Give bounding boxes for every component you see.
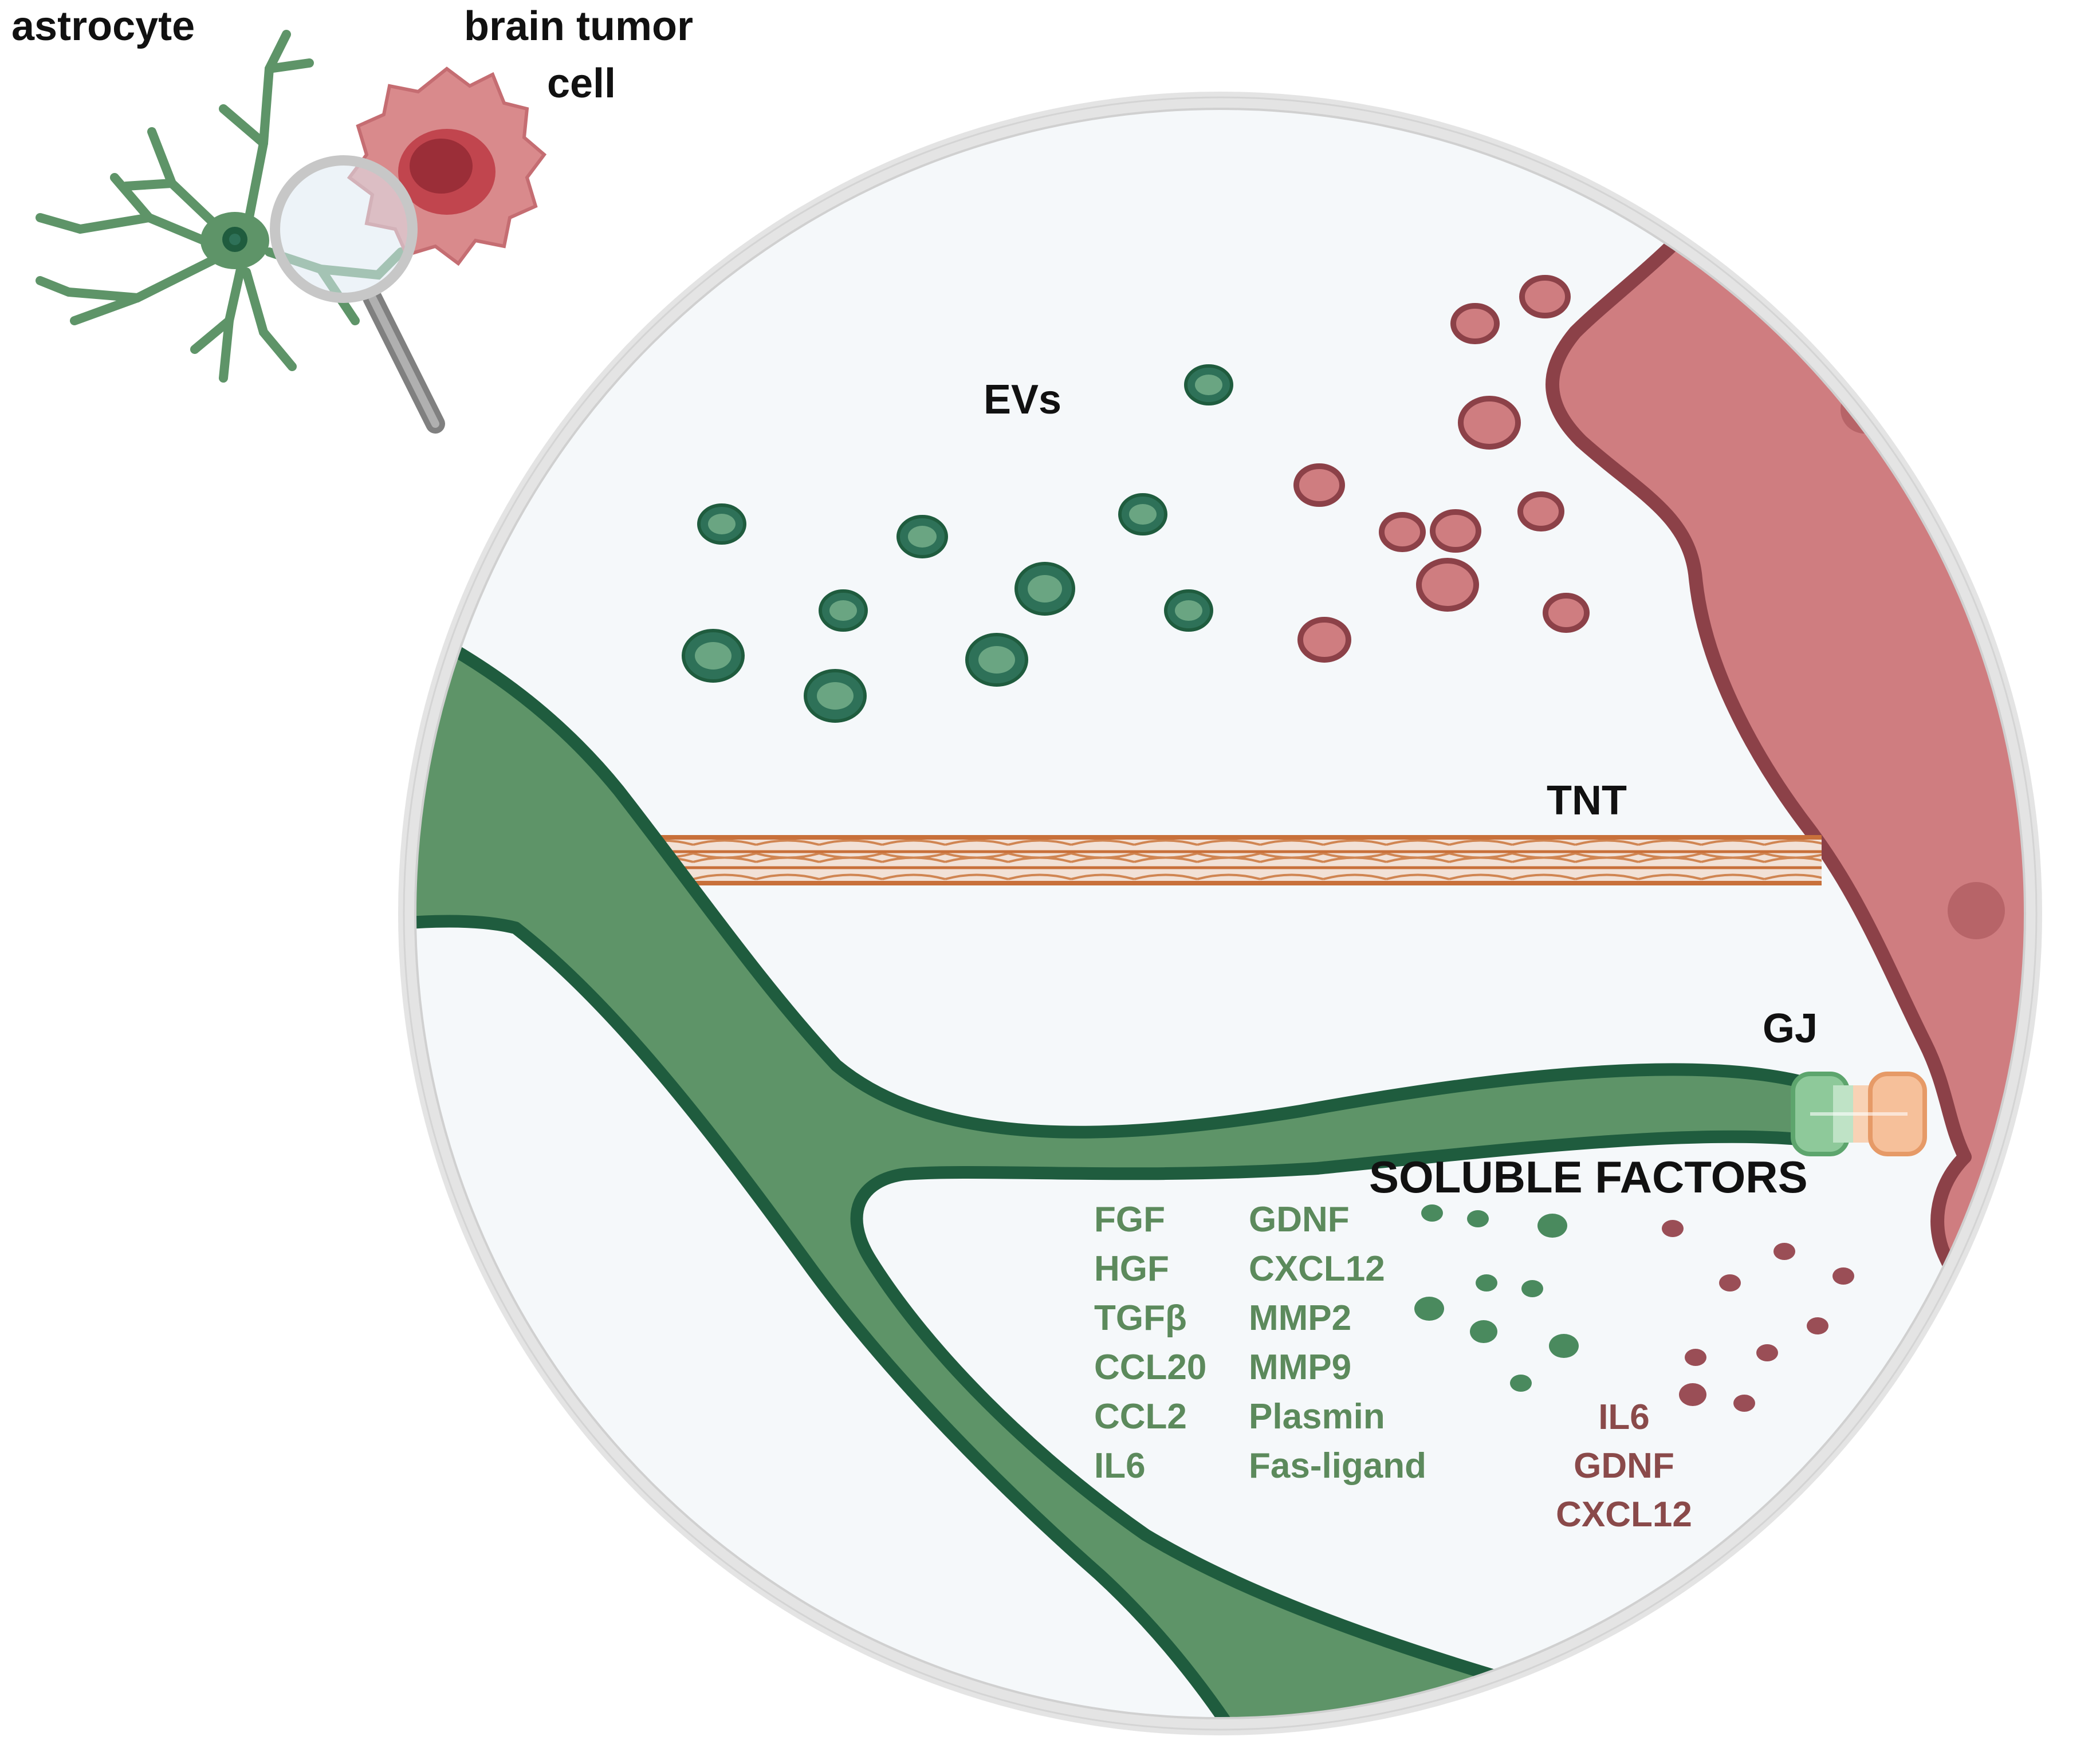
- tnt-label: TNT: [1547, 778, 1627, 824]
- factor-label: IL6: [1598, 1397, 1650, 1437]
- factor-label: MMP9: [1249, 1348, 1351, 1387]
- factor-label: FGF: [1094, 1200, 1165, 1239]
- ev-vesicles-green: [682, 364, 1233, 723]
- factor-label: Plasmin: [1249, 1397, 1385, 1436]
- lens-inner-edge: [414, 108, 2026, 1719]
- factor-label: IL6: [1094, 1446, 1146, 1486]
- evs-label: EVs: [984, 377, 1061, 423]
- tumor-nucleus-spot: [1948, 882, 2005, 939]
- tumor-label-line2: cell: [547, 61, 616, 107]
- gap-junction: [1791, 1072, 1927, 1156]
- tnt-tube: [642, 835, 1822, 885]
- magnifier-icon: [270, 155, 445, 434]
- lens-ring-edge: [403, 96, 2038, 1731]
- astrocyte-label: astrocyte: [11, 3, 195, 49]
- factor-label: TGFβ: [1094, 1298, 1187, 1338]
- soluble-dots-red: [1662, 1220, 1854, 1412]
- astrocyte-branch-lower: [1260, 1728, 1461, 1760]
- soluble-factors-label: SOLUBLE FACTORS: [1369, 1152, 1808, 1202]
- factor-label: CCL2: [1094, 1397, 1187, 1436]
- factor-label: GDNF: [1249, 1200, 1350, 1239]
- factor-label: CCL20: [1094, 1348, 1206, 1387]
- astrocyte-process: [415, 601, 1811, 1718]
- tumor-factors: IL6 GDNF CXCL12: [1556, 1397, 1692, 1534]
- soluble-dots-green: [1414, 1204, 1579, 1392]
- lens-interior: [415, 109, 2025, 1718]
- ev-vesicles-red: [1293, 275, 1590, 663]
- factor-label: CXCL12: [1249, 1249, 1385, 1289]
- tumor-label-line1: brain tumor: [464, 3, 693, 49]
- factor-label: MMP2: [1249, 1298, 1351, 1338]
- factor-label: GDNF: [1574, 1446, 1674, 1486]
- factor-label: Fas-ligand: [1249, 1446, 1426, 1486]
- astrocyte-factors-col2: GDNF CXCL12 MMP2 MMP9 Plasmin Fas-ligand: [1249, 1200, 1426, 1486]
- factor-label: HGF: [1094, 1249, 1169, 1289]
- astrocyte-icon: [36, 30, 406, 383]
- factor-label: CXCL12: [1556, 1495, 1692, 1534]
- gj-label: GJ: [1763, 1006, 1818, 1052]
- astrocyte-factors-col1: FGF HGF TGFβ CCL20 CCL2 IL6: [1094, 1200, 1206, 1486]
